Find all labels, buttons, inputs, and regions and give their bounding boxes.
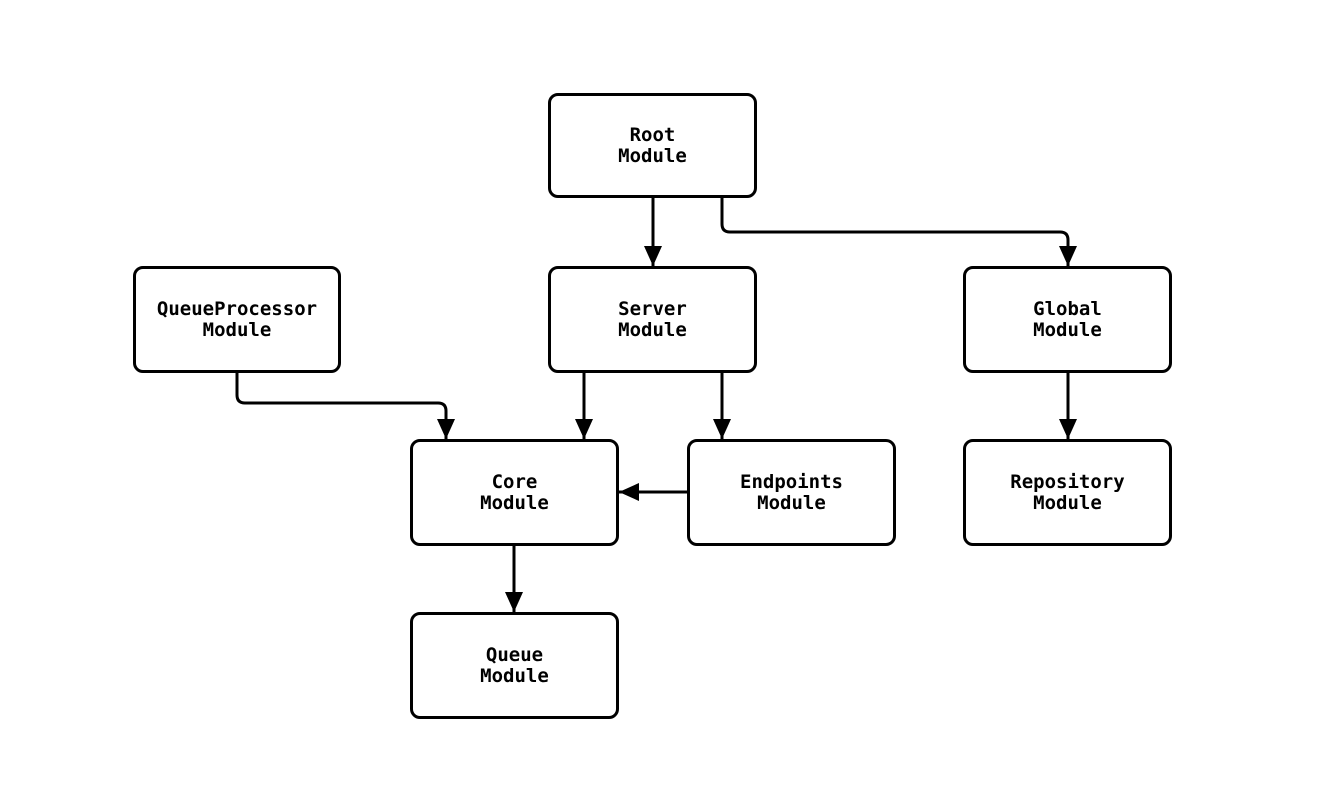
node-label: Module <box>480 491 549 514</box>
edge-root-to-global <box>720 198 1077 266</box>
node-queueprocessor-module: QueueProcessor Module <box>133 266 341 373</box>
node-label: Module <box>202 318 272 341</box>
node-label: Repository <box>1010 470 1125 493</box>
node-label: Module <box>1033 491 1102 514</box>
node-label: Global <box>1033 297 1102 320</box>
node-label: Queue <box>485 643 544 666</box>
node-label: Core <box>491 470 538 493</box>
edge-queueprocessor-to-core <box>235 373 455 439</box>
node-label: Module <box>618 318 687 341</box>
node-label: QueueProcessor <box>156 297 318 320</box>
node-label: Root <box>629 123 676 146</box>
node-endpoints-module: Endpoints Module <box>687 439 896 546</box>
node-root-module: Root Module <box>548 93 757 198</box>
node-core-module: Core Module <box>410 439 619 546</box>
node-label: Module <box>757 491 826 514</box>
node-label: Module <box>1033 318 1102 341</box>
node-server-module: Server Module <box>548 266 757 373</box>
node-global-module: Global Module <box>963 266 1172 373</box>
node-label: Module <box>618 144 687 167</box>
node-label: Module <box>480 664 549 687</box>
node-label: Endpoints <box>740 470 843 493</box>
node-repository-module: Repository Module <box>963 439 1172 546</box>
node-queue-module: Queue Module <box>410 612 619 719</box>
node-label: Server <box>618 297 687 320</box>
